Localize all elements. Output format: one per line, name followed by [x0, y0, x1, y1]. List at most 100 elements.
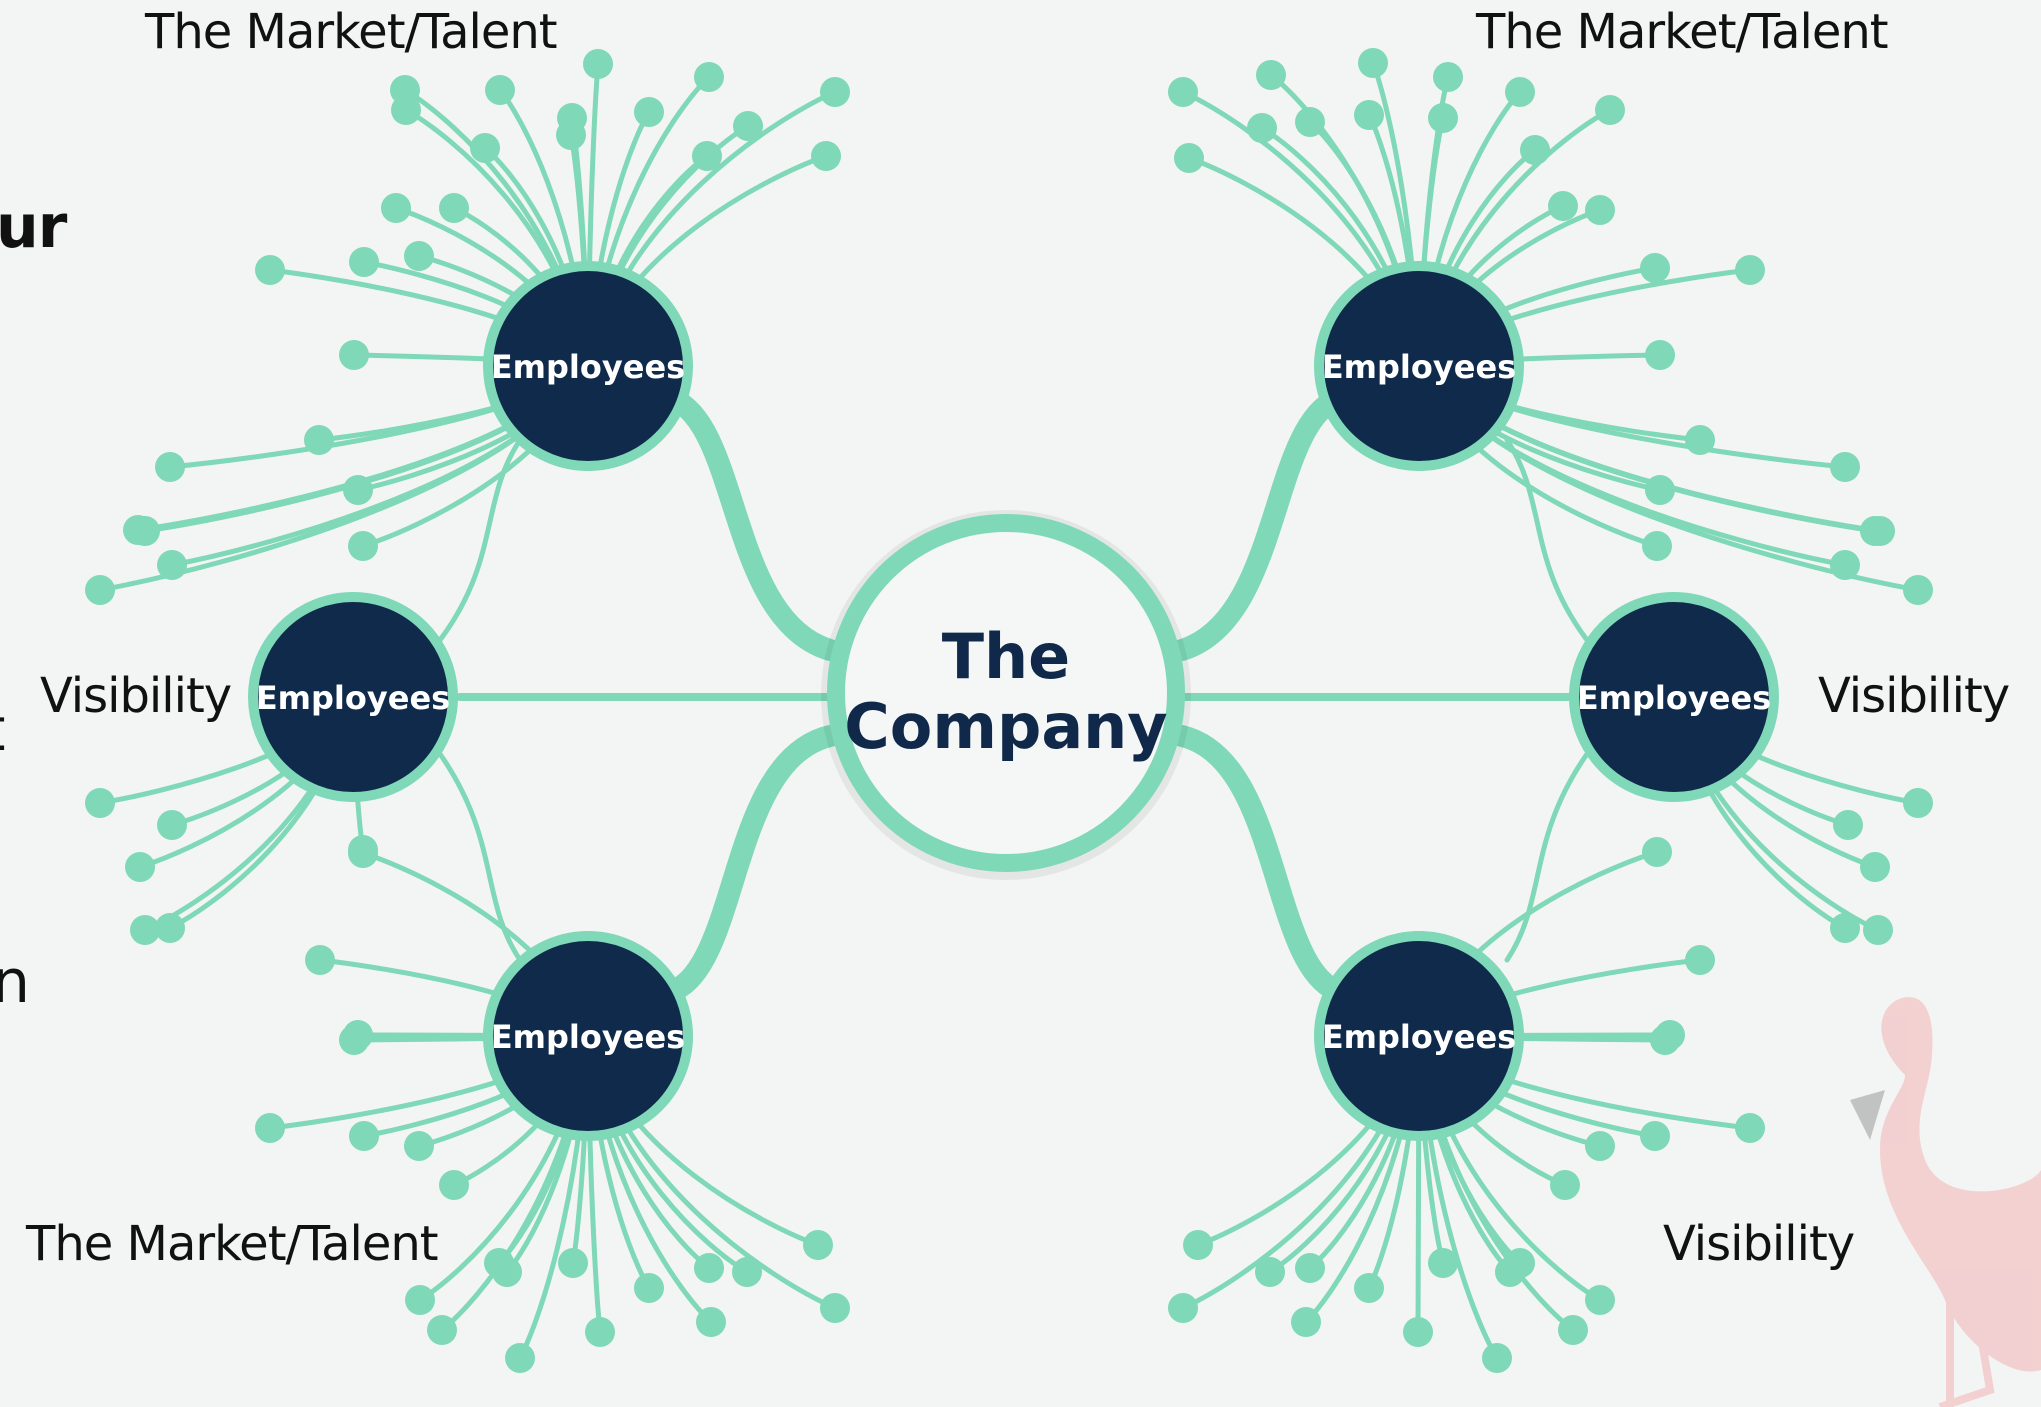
endpoint-dot	[85, 788, 115, 818]
endpoint-dot	[1585, 1285, 1615, 1315]
endpoint-dot	[157, 810, 187, 840]
endpoint-dot	[255, 1113, 285, 1143]
endpoint-dot	[811, 141, 841, 171]
endpoint-dot	[85, 575, 115, 605]
endpoint-dot	[634, 1273, 664, 1303]
branch-line	[1504, 437, 1590, 643]
endpoint-dot	[1645, 340, 1675, 370]
endpoint-dot	[696, 1307, 726, 1337]
cropped-text-fragment: t	[0, 695, 6, 765]
endpoint-dot	[125, 852, 155, 882]
endpoint-dot	[1645, 475, 1675, 505]
company-label-line1: The	[942, 620, 1070, 693]
endpoint-dot	[1865, 516, 1895, 546]
endpoint-dot	[348, 838, 378, 868]
endpoint-dot	[558, 1248, 588, 1278]
branch-line	[1504, 751, 1590, 963]
endpoint-dot	[1256, 60, 1286, 90]
endpoint-dot	[1482, 1343, 1512, 1373]
label-market-talent-top-right: The Market/Talent	[1476, 4, 1889, 60]
endpoint-dot	[1642, 837, 1672, 867]
endpoint-dot	[1640, 1121, 1670, 1151]
label-visibility-bottom-right: Visibility	[1663, 1216, 1855, 1272]
endpoint-dot	[1358, 48, 1388, 78]
endpoint-dot	[1640, 253, 1670, 283]
endpoint-dot	[155, 452, 185, 482]
company-node: The Company	[821, 510, 1191, 880]
endpoint-dot	[1291, 1307, 1321, 1337]
endpoint-dot	[1433, 62, 1463, 92]
endpoint-dot	[583, 49, 613, 79]
employees-label: Employees	[491, 348, 685, 386]
endpoint-dot	[1830, 913, 1860, 943]
endpoint-dot	[427, 1315, 457, 1345]
endpoint-dot	[1174, 143, 1204, 173]
endpoint-dot	[1548, 191, 1578, 221]
endpoint-dot	[304, 425, 334, 455]
employees-node-top-right: Employees	[1314, 261, 1524, 471]
endpoint-dot	[255, 255, 285, 285]
endpoint-dot	[1903, 575, 1933, 605]
employees-node-left: Employees	[248, 592, 458, 802]
endpoint-dot	[1860, 852, 1890, 882]
endpoint-dot	[732, 1257, 762, 1287]
employees-label: Employees	[256, 679, 450, 717]
endpoint-dot	[820, 1293, 850, 1323]
employees-label: Employees	[1322, 348, 1516, 386]
label-market-talent-top-left: The Market/Talent	[145, 4, 558, 60]
flamingo-logo	[1850, 997, 2041, 1407]
endpoint-dot	[1585, 1131, 1615, 1161]
endpoint-dot	[820, 77, 850, 107]
endpoint-dot	[1685, 945, 1715, 975]
endpoint-dot	[692, 141, 722, 171]
endpoint-dot	[492, 1257, 522, 1287]
endpoint-dot	[339, 1025, 369, 1055]
employees-node-bottom-left: Employees	[483, 931, 693, 1141]
endpoint-dot	[1255, 1257, 1285, 1287]
employees-label: Employees	[491, 1018, 685, 1056]
endpoint-dot	[1295, 1253, 1325, 1283]
endpoint-dot	[1903, 788, 1933, 818]
endpoint-dot	[1830, 550, 1860, 580]
endpoint-dot	[439, 193, 469, 223]
endpoint-dot	[1685, 425, 1715, 455]
endpoint-dot	[439, 1170, 469, 1200]
endpoint-dot	[733, 111, 763, 141]
endpoint-dot	[1403, 1317, 1433, 1347]
endpoint-dot	[339, 340, 369, 370]
endpoint-dot	[1428, 1248, 1458, 1278]
cropped-text-fragment: n	[0, 947, 30, 1017]
endpoint-dot	[1354, 1273, 1384, 1303]
endpoint-dot	[694, 1253, 724, 1283]
employees-label: Employees	[1577, 679, 1771, 717]
company-label-line2: Company	[844, 690, 1167, 763]
endpoint-dot	[1550, 1170, 1580, 1200]
endpoint-dot	[803, 1230, 833, 1260]
endpoint-dot	[1585, 195, 1615, 225]
endpoint-dot	[404, 1131, 434, 1161]
branch-line	[437, 751, 523, 963]
cropped-text-fragment: ur	[0, 192, 67, 262]
endpoint-dot	[348, 531, 378, 561]
endpoint-dot	[634, 97, 664, 127]
endpoint-dot	[123, 515, 153, 545]
endpoint-dots	[85, 48, 1933, 1373]
endpoint-dot	[343, 475, 373, 505]
endpoint-dot	[349, 1121, 379, 1151]
endpoint-dot	[505, 1343, 535, 1373]
endpoint-dot	[1505, 77, 1535, 107]
endpoint-dot	[130, 915, 160, 945]
endpoint-dot	[1168, 1293, 1198, 1323]
employees-node-bottom-right: Employees	[1314, 931, 1524, 1141]
branch-line	[437, 437, 523, 643]
endpoint-dot	[694, 62, 724, 92]
endpoint-dot	[305, 945, 335, 975]
endpoint-dot	[349, 247, 379, 277]
trunk-line	[664, 389, 841, 661]
endpoint-dot	[556, 120, 586, 150]
endpoint-dot	[1863, 915, 1893, 945]
endpoint-dot	[1735, 255, 1765, 285]
endpoint-dot	[1247, 113, 1277, 143]
employees-label: Employees	[1322, 1018, 1516, 1056]
